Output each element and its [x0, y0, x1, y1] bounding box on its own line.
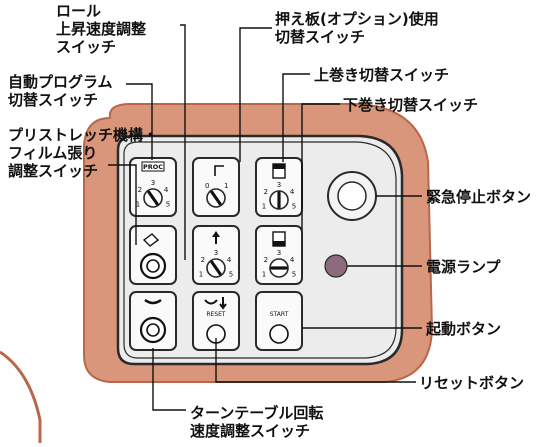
- lower-wind-scale-2: 2: [264, 256, 268, 264]
- auto-program-scale-5: 5: [166, 200, 170, 208]
- press-plate-scale-1: 1: [224, 182, 228, 190]
- auto-program-switch[interactable]: PROC 1 2 3 4 5: [129, 157, 177, 217]
- turntable-dial-center: [146, 323, 160, 337]
- lower-wind-scale-1: 1: [262, 270, 266, 278]
- auto-program-pointer: [147, 190, 159, 206]
- lower-wind-scale-3: 3: [277, 249, 281, 257]
- start-button[interactable]: [269, 324, 289, 344]
- lower-wind-icon-mark: [273, 241, 285, 246]
- roll-speed-scale-4: 4: [227, 256, 232, 264]
- roll-speed-switch[interactable]: 1 2 3 4 5: [192, 225, 240, 285]
- label-power-lamp: 電源ランプ: [426, 258, 501, 276]
- start-switch[interactable]: START: [255, 291, 303, 351]
- casing-left-edge: [0, 350, 42, 443]
- power-lamp: [324, 254, 348, 278]
- arrow-up-icon: [212, 231, 220, 244]
- proc-tag: [141, 161, 165, 172]
- roll-speed-scale-1: 1: [199, 270, 203, 278]
- reset-icon: [204, 297, 227, 310]
- label-prestretch-switch: プリストレッチ機構・ フィルム張り 調整スイッチ: [8, 126, 159, 180]
- roll-speed-scale-2: 2: [201, 256, 205, 264]
- emergency-stop-inner: [337, 181, 367, 211]
- auto-program-scale-4: 4: [164, 186, 169, 194]
- operation-panel-inner: [123, 141, 397, 359]
- roll-speed-pointer: [210, 260, 222, 276]
- leader-upper-wind: [282, 73, 310, 162]
- upper-wind-scale-2: 2: [264, 188, 268, 196]
- start-text: START: [270, 311, 289, 318]
- label-turntable-speed-switch: ターンテーブル回転 速度調整スイッチ: [190, 404, 324, 440]
- turntable-speed-switch[interactable]: [129, 291, 177, 351]
- turntable-icon: [144, 299, 162, 305]
- auto-program-scale-2: 2: [138, 186, 142, 194]
- lower-wind-switch[interactable]: 1 2 3 4 5: [255, 225, 303, 285]
- prestretch-switch[interactable]: [129, 225, 177, 285]
- label-emergency-stop: 緊急停止ボタン: [426, 188, 532, 206]
- prestretch-dial-center: [146, 259, 160, 273]
- press-plate-scale-0: 0: [205, 182, 209, 190]
- upper-wind-scale-3: 3: [277, 181, 281, 189]
- reset-text: RESET: [206, 311, 226, 318]
- press-plate-switch-frame: [192, 157, 240, 217]
- auto-program-scale-1: 1: [136, 200, 140, 208]
- upper-wind-icon-mark: [273, 164, 285, 169]
- upper-wind-switch[interactable]: 1 2 3 4 5: [255, 157, 303, 217]
- label-press-plate-switch: 押え板(オプション)使用 切替スイッチ: [275, 10, 439, 46]
- leader-reset: [215, 338, 416, 383]
- label-lower-wind-switch: 下巻き切替スイッチ: [343, 96, 479, 114]
- leader-roll-speed: [180, 24, 186, 260]
- leader-turntable: [152, 348, 186, 411]
- lower-wind-scale-4: 4: [290, 256, 295, 264]
- upper-wind-scale-1: 1: [262, 202, 266, 210]
- upper-wind-scale-5: 5: [292, 202, 296, 210]
- press-plate-pointer: [210, 190, 222, 206]
- roll-speed-scale-5: 5: [229, 270, 233, 278]
- leader-auto-program: [126, 83, 153, 160]
- auto-program-switch-frame: [129, 157, 177, 217]
- roll-speed-scale-3: 3: [214, 249, 218, 257]
- roll-speed-switch-frame: [192, 225, 240, 285]
- auto-program-scale-3: 3: [151, 179, 155, 187]
- film-icon: [142, 233, 160, 247]
- leader-prestretch: [108, 164, 137, 245]
- label-reset-button: リセットボタン: [419, 374, 525, 392]
- label-start-button: 起動ボタン: [426, 320, 502, 338]
- label-auto-program-switch: 自動プログラム 切替スイッチ: [8, 73, 113, 109]
- upper-wind-scale-4: 4: [290, 188, 295, 196]
- leader-press-plate: [239, 27, 272, 162]
- leader-lower-wind: [301, 103, 340, 230]
- lower-wind-switch-frame: [255, 225, 303, 285]
- label-roll-speed-switch: ロール 上昇速度調整 スイッチ: [56, 2, 147, 56]
- label-upper-wind-switch: 上巻き切替スイッチ: [314, 66, 450, 84]
- lower-wind-scale-5: 5: [292, 270, 296, 278]
- press-plate-icon: [214, 165, 224, 176]
- start-switch-frame: [255, 291, 303, 351]
- proc-tag-text: PROC: [143, 163, 163, 171]
- leader-lines: [108, 24, 422, 411]
